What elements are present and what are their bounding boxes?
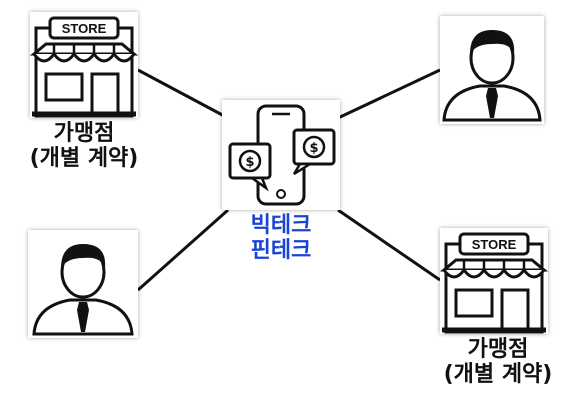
store-sign-text: STORE [62, 21, 107, 36]
store-label-line1: 가맹점 [53, 121, 115, 146]
hub-label: 빅테크 핀테크 [222, 213, 340, 263]
store-label-line1: 가맹점 [467, 337, 529, 362]
connector-line-top-right [337, 68, 441, 120]
store-icon: STORE [30, 16, 138, 118]
hub-label-line2: 핀테크 [250, 237, 312, 263]
businessman-icon [442, 30, 542, 122]
store-label-line2: (개별 계약) [443, 361, 553, 387]
person-tile-top-right [440, 16, 544, 124]
businessman-icon [32, 244, 134, 336]
store-label-top-left: 가맹점 (개별 계약) [18, 121, 150, 171]
store-icon: STORE [440, 232, 548, 334]
svg-text:$: $ [309, 141, 318, 156]
smartphone-payment-icon: $ $ [228, 104, 336, 206]
connector-line-bottom-left [137, 208, 229, 292]
store-label-line2: (개별 계약) [29, 145, 139, 171]
svg-text:$: $ [245, 155, 254, 170]
person-tile-bottom-left [28, 230, 138, 338]
store-tile-bottom-right: STORE [440, 228, 548, 334]
hub-tile: $ $ [222, 100, 340, 210]
store-sign-text: STORE [472, 237, 517, 252]
hub-label-line1: 빅테크 [250, 213, 312, 238]
store-label-bottom-right: 가맹점 (개별 계약) [428, 337, 568, 387]
store-tile-top-left: STORE [30, 12, 138, 118]
connector-line-bottom-right [337, 208, 441, 282]
connector-line-top-left [137, 68, 229, 120]
